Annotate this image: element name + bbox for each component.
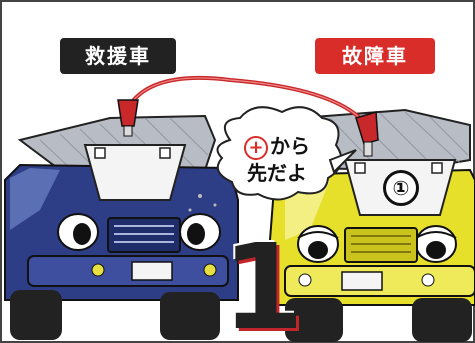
speech-bubble-text: +から 先だよ (218, 133, 336, 186)
rescue-car-label: 救援車 (60, 38, 176, 74)
step-number: 1 (222, 218, 305, 343)
jumper-clamp-icon (117, 99, 139, 137)
rescue-car-bumper (27, 255, 229, 287)
speech-bubble-line2: 先だよ (247, 160, 307, 185)
rescue-car-plate (131, 261, 173, 281)
broken-car-label: 故障車 (315, 38, 435, 74)
speech-bubble-line1-text: から (270, 134, 310, 158)
rescue-car-tire-right (160, 292, 220, 340)
battery-number-mark: ① (383, 170, 419, 206)
plus-terminal-icon: + (244, 135, 268, 160)
spark-dots (188, 194, 217, 212)
speech-bubble (216, 106, 343, 201)
broken-car-eyes (297, 225, 457, 263)
speech-bubble-line1: +から (218, 133, 336, 160)
jumper-clamp-icon-broken-car (355, 111, 379, 157)
rescue-car (4, 114, 239, 340)
broken-car-tire-right (412, 298, 472, 342)
broken-car-tire-left (285, 298, 343, 342)
rescue-car-eyes (57, 213, 221, 251)
broken-car-plate (341, 271, 383, 291)
rescue-car-tire-left (10, 290, 62, 340)
